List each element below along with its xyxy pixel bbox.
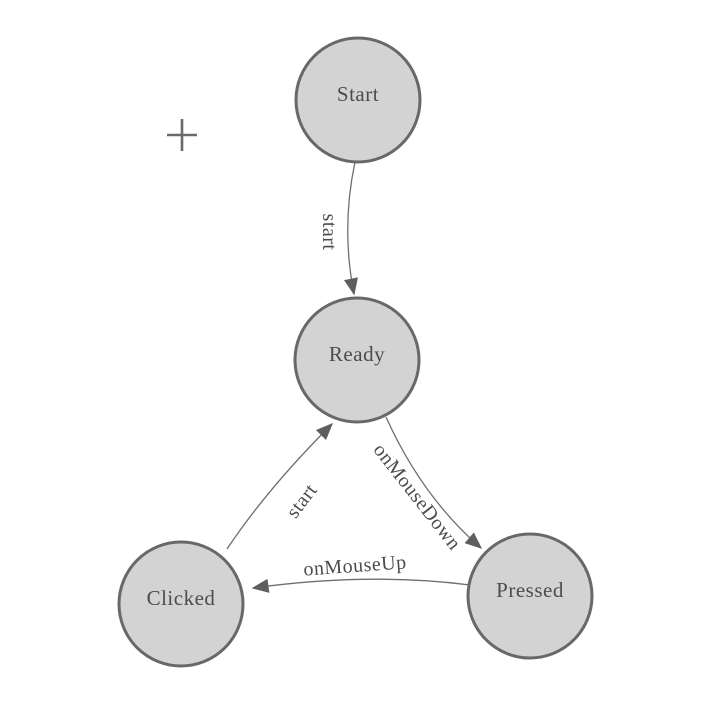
plus-cursor-icon: [167, 119, 197, 151]
node-ready-circle[interactable]: [293, 296, 421, 424]
node-pressed-label: Pressed: [496, 578, 564, 602]
edge-path-start-to-ready[interactable]: [344, 161, 358, 296]
edge-path-pressed-to-clicked[interactable]: [251, 578, 471, 593]
node-ready: Ready: [293, 296, 421, 424]
node-clicked-circle[interactable]: [117, 540, 245, 668]
node-start-circle[interactable]: [294, 36, 422, 164]
node-pressed-circle[interactable]: [466, 532, 594, 660]
node-start-label: Start: [337, 82, 379, 106]
node-pressed: Pressed: [466, 532, 594, 660]
edge-path-clicked-to-ready[interactable]: [226, 422, 334, 550]
edge-path-ready-to-pressed[interactable]: [385, 416, 483, 549]
edge-start-to-ready: start: [318, 161, 358, 296]
edge-label-start-to-ready: start: [318, 214, 340, 251]
node-clicked: Clicked: [117, 540, 245, 668]
node-start: Start: [294, 36, 422, 164]
node-clicked-label: Clicked: [147, 586, 216, 610]
node-ready-label: Ready: [329, 342, 385, 366]
